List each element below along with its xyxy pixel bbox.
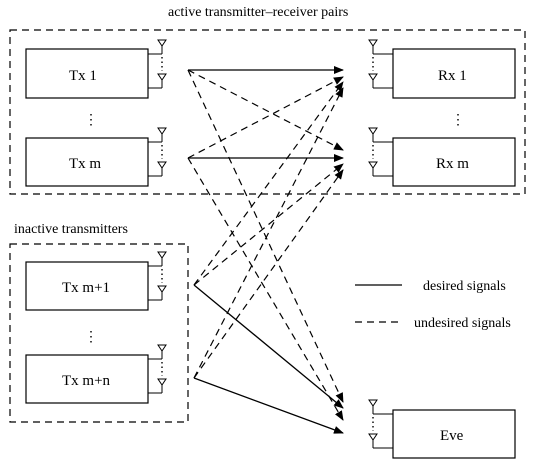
antenna-icon: [148, 344, 167, 360]
rx1-label: Rx 1: [438, 68, 467, 84]
txmn-node: Tx m+n: [25, 354, 149, 404]
antenna-icon: [368, 399, 393, 415]
txm1-antenna-array: [148, 251, 167, 301]
antenna-icon: [148, 127, 167, 143]
eve-antenna-array: [368, 399, 393, 449]
txm1-node: Tx m+1: [25, 261, 149, 311]
undesired-signal-txmn-rxm: [193, 169, 344, 379]
antenna-icon: [148, 378, 167, 394]
undesired-signal-txm-eve: [187, 157, 344, 421]
legend-undesired-label: undesired signals: [414, 316, 511, 331]
txm1-label: Tx m+1: [62, 280, 110, 296]
rxm-node: Rx m: [392, 137, 516, 187]
txm-antenna-array: [148, 127, 167, 177]
tx1-node: Tx 1: [25, 48, 149, 99]
antenna-icon: [368, 127, 393, 143]
rxm-antenna-array: [368, 127, 393, 177]
antenna-icon: [148, 39, 167, 55]
inactive-group-box: [9, 243, 189, 423]
legend-desired-label: desired signals: [423, 279, 506, 294]
antenna-icon: [148, 285, 167, 301]
antenna-arrays: [148, 39, 393, 449]
signal-txmn-eve: [193, 377, 344, 434]
txmn-label: Tx m+n: [62, 373, 111, 389]
undesired-signal-tx1-eve: [187, 69, 344, 403]
txm-label: Tx m: [69, 156, 101, 172]
antenna-icon: [368, 39, 393, 55]
undesired-signal-txm1-rxm: [193, 163, 344, 286]
rx1-antenna-array: [368, 39, 393, 89]
rxm-label: Rx m: [436, 156, 469, 172]
tx1-antenna-array: [148, 39, 167, 89]
antenna-icon: [368, 433, 393, 449]
eve-node: Eve: [392, 409, 516, 459]
tx1-label: Tx 1: [69, 68, 97, 84]
antenna-icon: [368, 73, 393, 89]
undesired-signal-txmn-rx1: [193, 87, 344, 379]
signal-txm1-eve: [193, 284, 344, 409]
antenna-icon: [148, 73, 167, 89]
antenna-icon: [148, 161, 167, 177]
rx1-node: Rx 1: [392, 48, 516, 99]
undesired-signal-txm1-rx1: [193, 81, 344, 286]
inactive-group-title: inactive transmitters: [14, 222, 128, 237]
eve-label: Eve: [440, 428, 464, 444]
inactive-ellipsis: ⋮: [84, 330, 98, 345]
desired-signals: [188, 66, 344, 434]
active-group-box: [9, 29, 526, 195]
undesired-signal-txm-rx1: [187, 76, 344, 159]
undesired-signals: [187, 69, 344, 421]
active-group-title: active transmitter–receiver pairs: [168, 5, 348, 20]
rx-ellipsis: ⋮: [451, 113, 465, 128]
antenna-icon: [368, 161, 393, 177]
antenna-icon: [148, 251, 167, 267]
txm-node: Tx m: [25, 137, 149, 187]
legend: desired signals undesired signals: [355, 279, 511, 331]
txmn-antenna-array: [148, 344, 167, 394]
undesired-signal-tx1-rxm: [187, 69, 344, 151]
tx-ellipsis: ⋮: [84, 113, 98, 128]
